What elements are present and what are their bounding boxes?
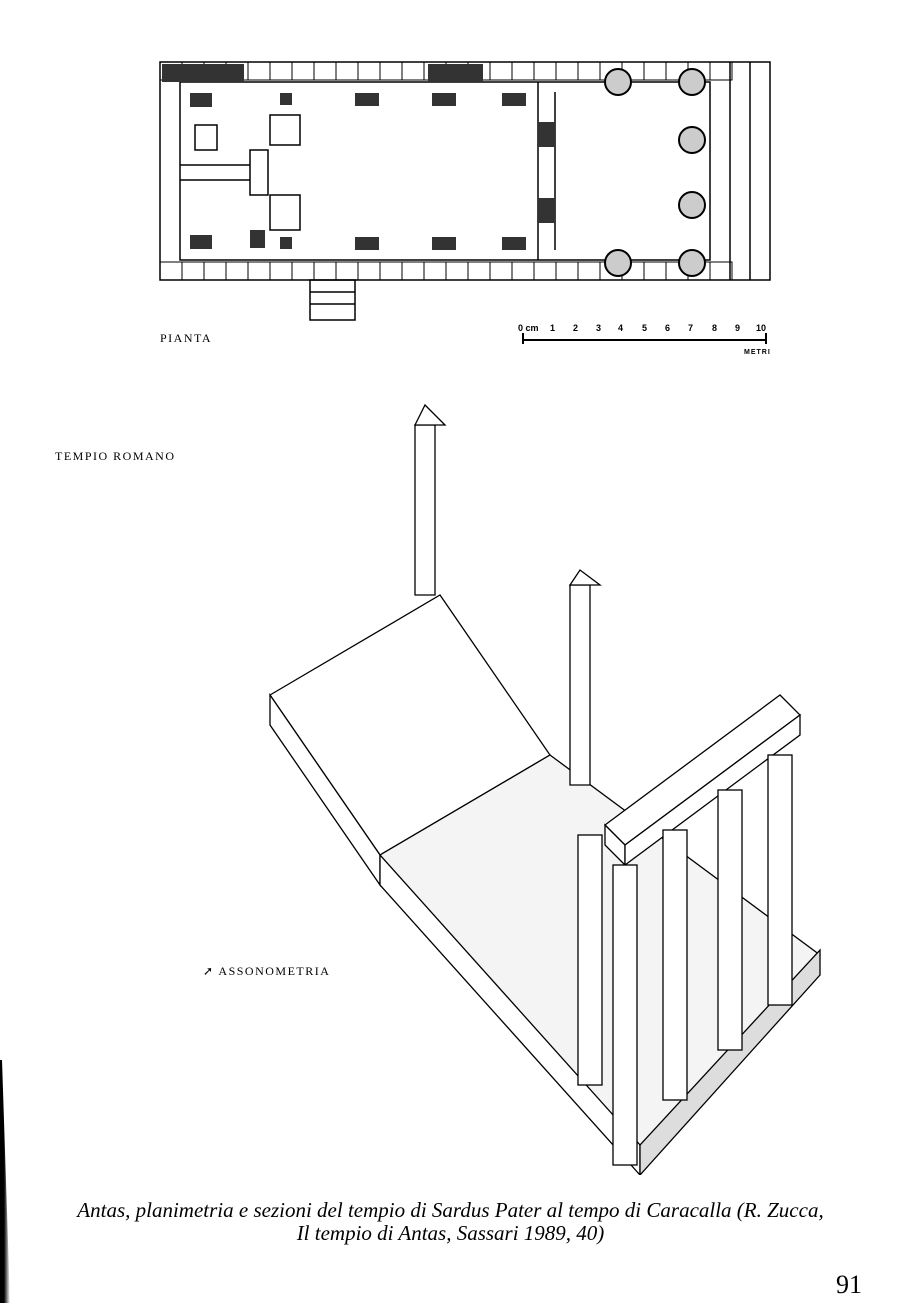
wall-block: [555, 261, 579, 281]
wall-block: [357, 261, 381, 281]
scale-tick: 8: [712, 323, 718, 333]
wall-block: [577, 261, 601, 281]
scale-tick: 7: [688, 323, 694, 333]
column: [577, 834, 603, 1086]
caption-line-1: Antas, planimetria e sezioni del tempio …: [77, 1198, 824, 1222]
wall-block: [511, 261, 535, 281]
wall-block: [401, 261, 425, 281]
scale-tick: 10: [756, 323, 767, 333]
wall-block: [225, 261, 249, 281]
wall-block: [313, 61, 337, 81]
wall-block: [533, 261, 557, 281]
scale-tick: 0 cm: [518, 323, 539, 333]
scale-tick: 6: [665, 323, 671, 333]
scan-binding-shadow: [0, 1060, 10, 1303]
column: [717, 789, 743, 1051]
wall-block: [423, 261, 447, 281]
axonometry-label: ➚ ASSONOMETRIA: [203, 964, 330, 979]
axonometry-label-text: ASSONOMETRIA: [218, 964, 331, 978]
wall-block: [467, 261, 491, 281]
wall-block: [181, 261, 205, 281]
wall-block: [291, 261, 315, 281]
scale-bar-ticks: 0 cm 1 2 3 4 5 6 7 8 9 10: [518, 323, 778, 335]
scale-tick: 2: [573, 323, 579, 333]
axonometric-drawing: [269, 403, 821, 1175]
wall-block: [577, 61, 601, 81]
wall-block: [335, 261, 359, 281]
wall-block: [313, 261, 337, 281]
column: [767, 754, 793, 1006]
wall-block: [489, 261, 513, 281]
column: [662, 829, 688, 1101]
wall-block: [247, 61, 271, 81]
scale-tick: 5: [642, 323, 648, 333]
shaded-block: [162, 64, 244, 82]
wall-block: [159, 261, 183, 281]
column: [612, 864, 638, 1166]
wall-block: [247, 261, 271, 281]
scale-tick: 3: [596, 323, 602, 333]
wall-block: [489, 61, 513, 81]
wall-block: [401, 61, 425, 81]
wall-block: [709, 61, 733, 81]
temple-floor-plan: [159, 61, 771, 344]
scale-unit: METRI: [744, 349, 771, 356]
wall-block: [709, 261, 733, 281]
scale-tick: 1: [550, 323, 556, 333]
wall-block: [357, 61, 381, 81]
wall-block: [643, 261, 667, 281]
wall-block: [291, 61, 315, 81]
wall-block: [379, 61, 403, 81]
page-number: 91: [836, 1270, 862, 1299]
wall-block: [533, 61, 557, 81]
plan-label: PIANTA: [160, 331, 213, 345]
wall-block: [269, 261, 293, 281]
pointer-arrow-icon: ➚: [203, 964, 219, 978]
wall-block: [203, 261, 227, 281]
wall-block: [643, 61, 667, 81]
wall-block: [555, 61, 579, 81]
scale-tick: 9: [735, 323, 741, 333]
wall-block: [445, 261, 469, 281]
wall-block: [269, 61, 293, 81]
wall-block: [379, 261, 403, 281]
caption-line-2: Il tempio di Antas, Sassari 1989, 40): [296, 1221, 605, 1245]
section-title: TEMPIO ROMANO: [55, 449, 176, 463]
wall-block: [335, 61, 359, 81]
figure-caption: Antas, planimetria e sezioni del tempio …: [0, 1199, 901, 1245]
wall-block: [511, 61, 535, 81]
scale-tick: 4: [618, 323, 624, 333]
